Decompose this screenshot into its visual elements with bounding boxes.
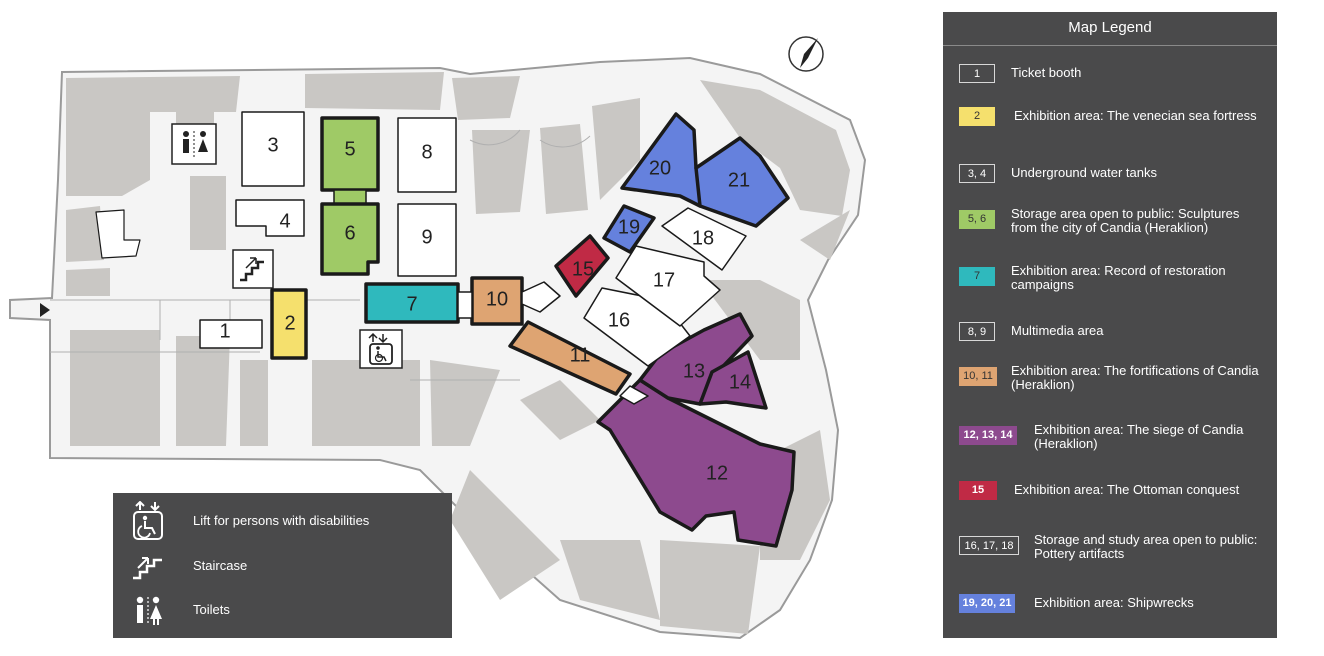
room-12[interactable] xyxy=(596,378,796,548)
room-5[interactable] xyxy=(320,116,380,192)
toilets-map-icon xyxy=(171,123,217,165)
room-label-5: 5 xyxy=(344,138,355,160)
room-19[interactable] xyxy=(602,204,656,254)
symbol-key-panel: Lift for persons with disabilities Stair… xyxy=(113,493,452,638)
room-6[interactable] xyxy=(320,202,380,276)
legend-text: Exhibition area: The siege of Candia (He… xyxy=(1034,422,1244,451)
room-9[interactable] xyxy=(397,203,457,277)
room-label-9: 9 xyxy=(421,226,432,248)
room-label-16: 16 xyxy=(608,309,630,331)
entrance-arrow-icon xyxy=(40,303,50,317)
legend-badge: 1 xyxy=(959,64,995,83)
room-3[interactable] xyxy=(241,111,305,187)
key-staircase-label: Staircase xyxy=(193,558,248,573)
room-label-15: 15 xyxy=(572,258,594,280)
legend-text: Ticket booth xyxy=(1011,65,1082,80)
room-18[interactable] xyxy=(661,207,747,271)
legend-text: Exhibition area: The fortifications of C… xyxy=(1011,363,1259,392)
legend-badge: 3, 4 xyxy=(959,164,995,183)
room-15[interactable] xyxy=(554,234,610,298)
room-label-18: 18 xyxy=(692,227,714,249)
stone-areas xyxy=(66,72,850,634)
legend-badge: 19, 20, 21 xyxy=(959,594,1015,613)
room-label-13: 13 xyxy=(683,360,705,382)
legend-badge: 8, 9 xyxy=(959,322,995,341)
room-label-6: 6 xyxy=(344,222,355,244)
corridor-link xyxy=(457,291,473,319)
staircase-map-icon xyxy=(232,249,274,289)
corridor-link xyxy=(521,281,561,313)
lift-map-icon xyxy=(359,329,403,369)
room-label-2: 2 xyxy=(284,312,295,334)
wheelchair-lift-icon xyxy=(133,501,163,540)
legend-text: Storage area open to public: Sculptures … xyxy=(1011,206,1240,235)
room-4[interactable] xyxy=(235,199,305,237)
legend-text: Multimedia area xyxy=(1011,323,1104,338)
legend-text: Exhibition area: Shipwrecks xyxy=(1034,595,1194,610)
room-1[interactable] xyxy=(199,319,263,349)
toilets-icon xyxy=(136,596,162,625)
legend-badge: 12, 13, 14 xyxy=(959,426,1017,445)
legend-badge: 15 xyxy=(959,481,997,500)
room-2[interactable] xyxy=(270,288,308,360)
room-7[interactable] xyxy=(364,282,460,324)
room-label-20: 20 xyxy=(649,157,671,179)
legend-text: Exhibition area: The venecian sea fortre… xyxy=(1014,108,1257,123)
room-5-6-link xyxy=(333,189,367,205)
room-label-14: 14 xyxy=(729,371,751,393)
room-label-3: 3 xyxy=(267,134,278,156)
legend-text: Underground water tanks xyxy=(1011,165,1157,180)
room-label-19: 19 xyxy=(618,216,640,238)
legend-text: Exhibition area: The Ottoman conquest xyxy=(1014,482,1240,497)
room-label-4: 4 xyxy=(279,210,290,232)
key-toilets-label: Toilets xyxy=(193,602,230,617)
room-label-11: 11 xyxy=(570,344,591,366)
room-label-1: 1 xyxy=(219,320,230,342)
legend-title: Map Legend xyxy=(943,12,1277,46)
room-21[interactable] xyxy=(694,136,790,228)
corridor-link xyxy=(619,385,649,405)
legend-badge: 7 xyxy=(959,267,995,286)
room-label-17: 17 xyxy=(653,269,675,291)
room-label-7: 7 xyxy=(406,293,417,315)
legend-text: Exhibition area: Record of restoration c… xyxy=(1011,263,1226,292)
legend-text: Storage and study area open to public: P… xyxy=(1034,532,1258,561)
legend-badge: 5, 6 xyxy=(959,210,995,229)
legend-badge: 2 xyxy=(959,107,995,126)
room-14[interactable] xyxy=(698,350,768,410)
room-label-12: 12 xyxy=(706,462,728,484)
compass-icon xyxy=(788,36,824,72)
key-lift-label: Lift for persons with disabilities xyxy=(193,513,370,528)
room-label-21: 21 xyxy=(728,169,750,191)
room-label-8: 8 xyxy=(421,141,432,163)
legend-badge: 10, 11 xyxy=(959,367,997,386)
room-13[interactable] xyxy=(638,312,754,406)
room-label-10: 10 xyxy=(486,288,508,310)
storage-3-4-annex xyxy=(95,209,141,259)
legend-badge: 16, 17, 18 xyxy=(959,536,1019,555)
staircase-icon xyxy=(133,557,162,580)
room-8[interactable] xyxy=(397,117,457,193)
room-11[interactable] xyxy=(508,320,632,396)
